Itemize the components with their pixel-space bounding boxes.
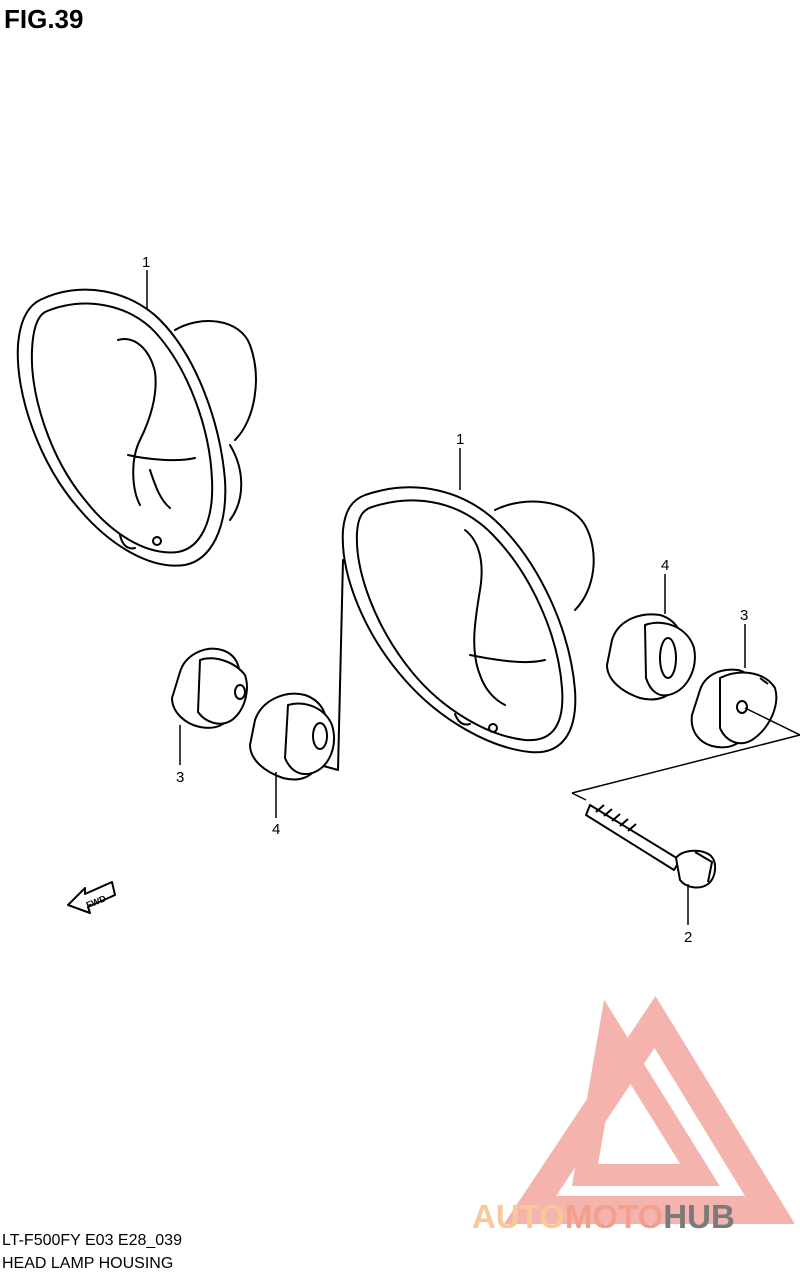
- callout-p3-right: 3: [740, 607, 748, 624]
- watermark-word-hub: HUB: [663, 1198, 735, 1235]
- housing-right: [319, 486, 595, 771]
- logo-inner-triangle: [571, 999, 720, 1186]
- leader-lines: [146, 270, 746, 925]
- grommet-4-right: [606, 613, 696, 701]
- watermark-logo: [503, 995, 795, 1224]
- housing-left: [16, 288, 257, 567]
- callout-p3-left: 3: [176, 769, 184, 786]
- figure-caption: HEAD LAMP HOUSING: [2, 1255, 174, 1272]
- grommet-3-left: [171, 647, 248, 729]
- callout-p4-left: 4: [272, 821, 280, 838]
- watermark-word-moto: MOTO: [565, 1198, 663, 1235]
- grommet-3-right: [690, 668, 778, 749]
- callout-p2: 2: [684, 929, 692, 946]
- callout-p4-right: 4: [661, 557, 669, 574]
- watermark-wordmark: AUTOMOTOHUB: [472, 1198, 735, 1235]
- callout-p1-left: 1: [142, 254, 150, 271]
- fwd-arrow-icon: FWD: [67, 881, 116, 914]
- watermark-word-auto: AUTO: [472, 1198, 565, 1235]
- model-code: LT-F500FY E03 E28_039: [2, 1232, 182, 1249]
- figure-title: FIG.39: [4, 4, 84, 34]
- svg-text:AUTOMOTOHUB: AUTOMOTOHUB: [472, 1198, 735, 1235]
- grommet-4-left: [249, 692, 335, 781]
- bolt-2: [571, 707, 800, 889]
- callout-p1-right: 1: [456, 431, 464, 448]
